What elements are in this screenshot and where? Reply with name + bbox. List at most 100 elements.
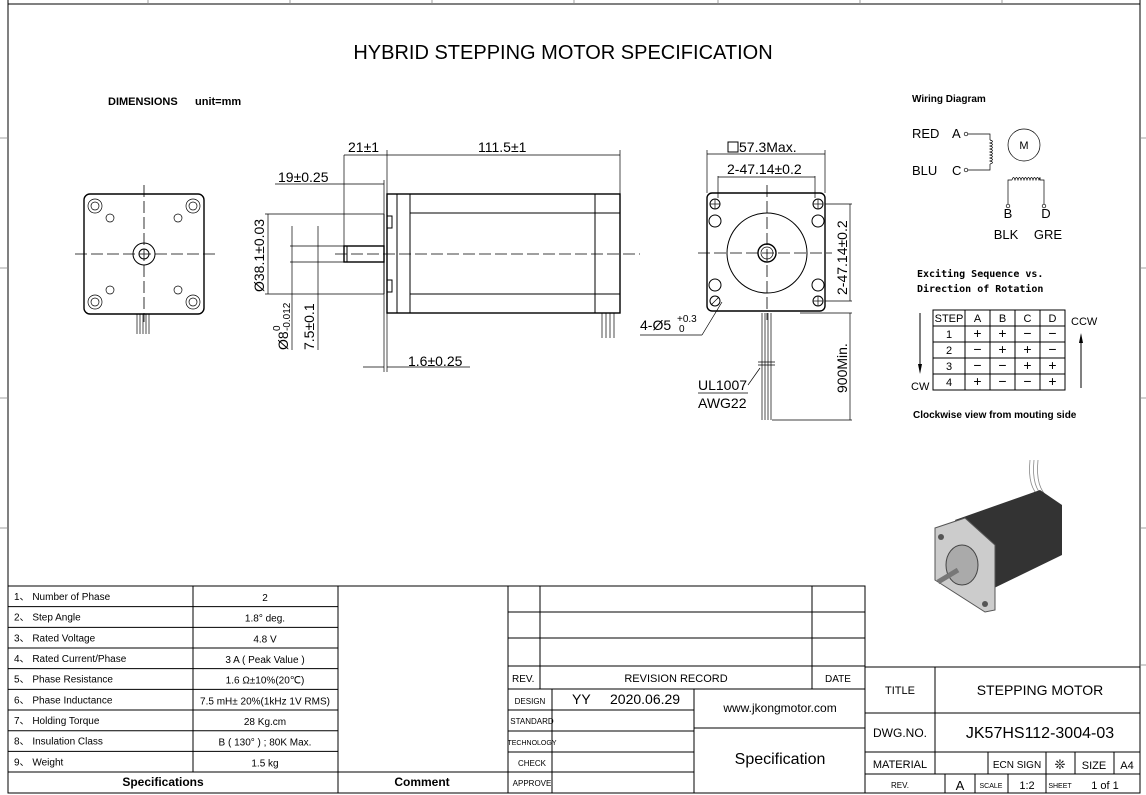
terminal-b-label: B xyxy=(1004,206,1013,221)
sequence-cell: − xyxy=(1048,341,1056,357)
technology-label: TECHNOLOGY xyxy=(507,740,556,747)
title-value: STEPPING MOTOR xyxy=(977,682,1104,698)
sequence-cell: 1 xyxy=(946,329,952,341)
dim-holes-lower: 0 xyxy=(679,324,685,335)
wire-blu-label: BLU xyxy=(912,163,937,178)
unit-label: unit=mm xyxy=(195,96,241,108)
sequence-cell: − xyxy=(1023,373,1031,389)
sequence-note: Clockwise view from mouting side xyxy=(913,410,1077,421)
dim-square: 57.3Max. xyxy=(739,139,797,155)
dim-boss-diameter: Ø38.1±0.03 xyxy=(251,219,267,292)
sequence-title-2: Direction of Rotation xyxy=(917,283,1043,295)
sequence-header-cell: C xyxy=(1024,313,1032,325)
spec-value: 2 xyxy=(262,593,268,604)
spec-row: 6、 Phase Inductance 7.5 mH± 20%(1kHz 1V R… xyxy=(14,695,330,707)
rev-header: REV. xyxy=(512,674,534,685)
ecn-sign-label: ECN SIGN xyxy=(993,760,1041,771)
terminal-c-label: C xyxy=(952,163,961,178)
spec-value: 7.5 mH± 20%(1kHz 1V RMS) xyxy=(200,696,330,707)
dwg-no-value: JK57HS112-3004-03 xyxy=(966,725,1114,742)
dim-holes-upper: +0.3 xyxy=(677,314,697,325)
terminal-d-label: D xyxy=(1041,206,1050,221)
dim-shaft-diameter: Ø8 0 -0.012 xyxy=(272,302,293,350)
dim-boss-height: 1.6±0.25 xyxy=(408,353,463,369)
sequence-cell: − xyxy=(973,357,981,373)
spec-label: 3、 Rated Voltage xyxy=(14,633,96,644)
sequence-header-cell: STEP xyxy=(935,313,964,325)
spec-label: 2、 Step Angle xyxy=(14,613,81,624)
dim-shaft-dia-upper: 0 xyxy=(272,325,283,331)
side-view: 21±1 111.5±1 19±0.25 Ø38.1±0.03 Ø8 0 -0.… xyxy=(251,139,640,372)
sequence-cell: + xyxy=(1048,357,1056,373)
sheet-value: 1 of 1 xyxy=(1091,780,1119,792)
sequence-title-1: Exciting Sequence vs. xyxy=(917,268,1043,280)
sheet-label: SHEET xyxy=(1048,783,1072,790)
sequence-cell: − xyxy=(998,357,1006,373)
wiring-diagram: Wiring Diagram RED A BLU C M B D BLK GRE xyxy=(912,94,1062,242)
spec-row: 8、 Insulation Class B ( 130° ) ; 80K Max. xyxy=(14,737,311,749)
ccw-label: CCW xyxy=(1071,316,1098,328)
dimensions-label: DIMENSIONS xyxy=(108,96,178,108)
title-block: TITLE STEPPING MOTOR DWG.NO. JK57HS112-3… xyxy=(864,666,1141,794)
dim-flange: 21±1 xyxy=(348,139,379,155)
designer-value: YY xyxy=(572,691,591,707)
page-title: HYBRID STEPPING MOTOR SPECIFICATION xyxy=(353,42,772,64)
dim-holes: 4-Ø5 xyxy=(640,317,671,333)
wire-red-label: RED xyxy=(912,126,939,141)
size-label: SIZE xyxy=(1082,760,1106,772)
wire-spec-ul: UL1007 xyxy=(698,377,747,393)
sequence-cell: + xyxy=(973,325,981,341)
dim-shaft-length: 19±0.25 xyxy=(278,169,329,185)
front-view xyxy=(75,185,215,334)
spec-value: 1.5 kg xyxy=(251,758,278,769)
title-label: TITLE xyxy=(885,685,915,697)
dim-shaft-dia-lower: -0.012 xyxy=(282,302,293,331)
spec-label: 4、 Rated Current/Phase xyxy=(14,654,127,665)
revision-record-header: REVISION RECORD xyxy=(624,673,727,685)
check-label: CHECK xyxy=(518,759,547,768)
sequence-cell: + xyxy=(1023,357,1031,373)
document-type: Specification xyxy=(735,751,826,768)
size-value: A4 xyxy=(1120,760,1133,772)
rear-view: 57.3Max. 2-47.14±0.2 2-47.14±0.2 4-Ø5 +0… xyxy=(640,139,852,421)
scale-value: 1:2 xyxy=(1019,780,1034,792)
website-text: www.jkongmotor.com xyxy=(722,701,836,715)
motor-illustration xyxy=(934,459,1062,613)
sequence-cell: + xyxy=(998,325,1006,341)
dim-body: 111.5±1 xyxy=(478,139,527,155)
wire-spec-awg: AWG22 xyxy=(698,395,747,411)
design-date-value: 2020.06.29 xyxy=(610,691,680,707)
motor-symbol-label: M xyxy=(1019,140,1028,152)
design-label: DESIGN xyxy=(515,697,546,706)
spec-label: 6、 Phase Inductance xyxy=(14,695,113,706)
spec-label: 5、 Phase Resistance xyxy=(14,675,113,686)
sequence-header-cell: D xyxy=(1049,313,1057,325)
terminal-a-label: A xyxy=(952,126,961,141)
sequence-header-cell: A xyxy=(974,313,982,325)
sequence-cell: + xyxy=(1048,373,1056,389)
spec-value: B ( 130° ) ; 80K Max. xyxy=(219,738,312,749)
sequence-cell: − xyxy=(998,373,1006,389)
sequence-cell: 4 xyxy=(946,377,952,389)
spec-label: 8、 Insulation Class xyxy=(14,737,103,748)
sequence-cell: + xyxy=(1023,341,1031,357)
dim-shaft-dia-text: Ø8 xyxy=(275,331,291,350)
revision-block: REV. REVISION RECORD DATE DESIGN YY 2020… xyxy=(507,585,866,794)
approve-label: APPROVE xyxy=(513,779,552,788)
scale-label: SCALE xyxy=(980,783,1003,790)
exciting-sequence: Exciting Sequence vs. Direction of Rotat… xyxy=(911,268,1098,421)
spec-label: 7、 Holding Torque xyxy=(14,716,100,727)
sequence-cell: 2 xyxy=(946,345,952,357)
sequence-cell: − xyxy=(1048,325,1056,341)
wiring-title: Wiring Diagram xyxy=(912,94,986,105)
sequence-cell: + xyxy=(973,373,981,389)
sequence-cell: − xyxy=(973,341,981,357)
